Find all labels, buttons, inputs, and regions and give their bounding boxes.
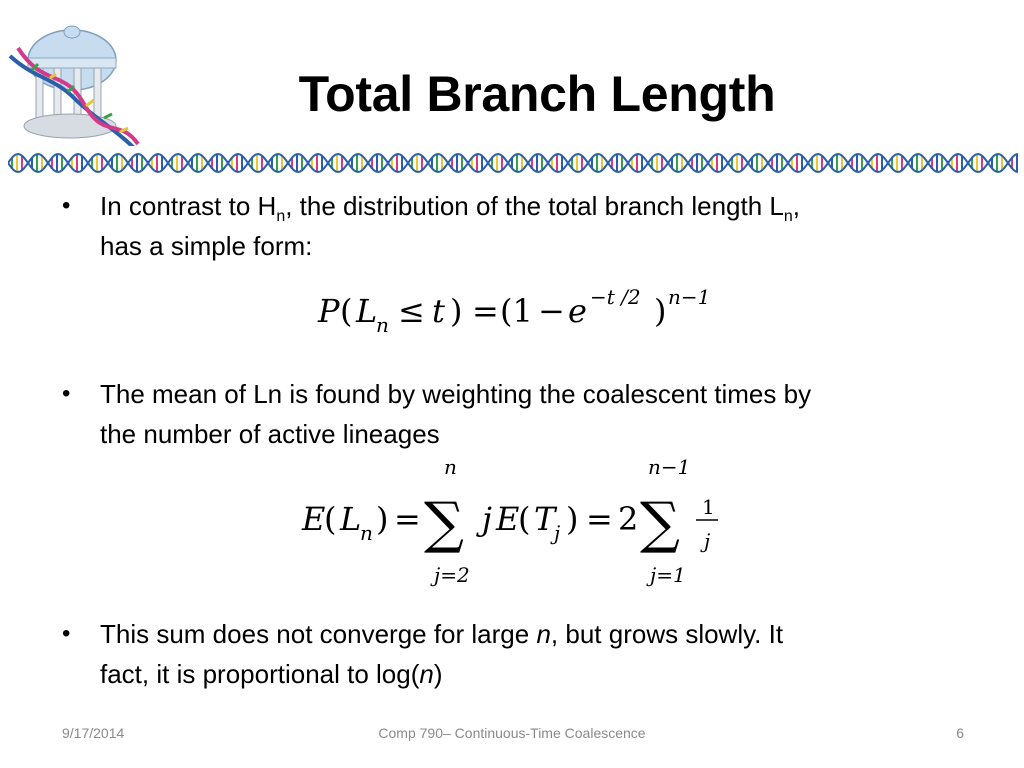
slide-title: Total Branch Length: [298, 66, 776, 122]
old-well-dna-logo: [8, 25, 140, 146]
bullet-marker: •: [62, 380, 71, 407]
svg-text:L: L: [339, 500, 361, 538]
svg-text:): ): [450, 292, 462, 330]
bullet-1: • In contrast to Hn, the distribution of…: [62, 186, 982, 268]
equation-mean: E ( L n ) = n ∑ j=2 j E ( T j ) = 2 n−1 …: [301, 455, 718, 587]
footer-course: Comp 790– Continuous-Time Coalescence: [378, 725, 646, 741]
svg-text:j: j: [700, 529, 710, 553]
svg-text:(: (: [340, 292, 352, 330]
equation-cdf: P ( L n ≤ t ) = (1 − e −t /2 ) n−1: [317, 285, 710, 337]
svg-text:n−1: n−1: [648, 455, 690, 479]
svg-text:(1: (1: [500, 292, 533, 330]
footer-page-number: 6: [956, 725, 964, 741]
svg-text:t: t: [432, 292, 445, 330]
svg-text:∑: ∑: [424, 491, 464, 556]
svg-text:j=1: j=1: [646, 563, 686, 587]
svg-text:j: j: [476, 500, 492, 538]
svg-text:∑: ∑: [640, 491, 680, 556]
svg-text:n: n: [444, 455, 457, 479]
svg-text:=: =: [472, 292, 499, 330]
svg-text:E: E: [495, 500, 519, 538]
svg-text:2: 2: [618, 500, 638, 538]
svg-text:P: P: [317, 292, 340, 330]
svg-text:n−1: n−1: [668, 285, 710, 309]
svg-text:n: n: [360, 521, 373, 545]
bullet-1-text: In contrast to Hn, the distribution of t…: [100, 191, 801, 261]
svg-text:−: −: [538, 292, 565, 330]
svg-text:E: E: [301, 500, 325, 538]
bullet-3: • This sum does not converge for large n…: [62, 614, 982, 696]
footer-date: 9/17/2014: [62, 725, 125, 741]
bullet-2-text: The mean of Ln is found by weighting the…: [100, 379, 812, 449]
svg-text:≤: ≤: [398, 292, 425, 330]
svg-text:j=2: j=2: [430, 563, 470, 587]
svg-text:T: T: [534, 500, 558, 538]
svg-text:−t /2: −t /2: [590, 285, 641, 309]
bullet-marker: •: [62, 620, 71, 647]
svg-text:=: =: [394, 500, 421, 538]
bullet-2: • The mean of Ln is found by weighting t…: [62, 374, 982, 456]
bullet-3-text: This sum does not converge for large n, …: [100, 619, 784, 689]
svg-text:1: 1: [702, 495, 715, 519]
svg-text:): ): [654, 292, 666, 330]
svg-text:): ): [566, 500, 578, 538]
dna-divider: [8, 152, 1018, 174]
svg-text:e: e: [568, 292, 587, 330]
svg-text:): ): [376, 500, 388, 538]
svg-text:(: (: [518, 500, 530, 538]
svg-text:j: j: [550, 521, 560, 545]
bullet-marker: •: [62, 192, 71, 219]
svg-text:L: L: [355, 292, 377, 330]
svg-text:(: (: [324, 500, 336, 538]
svg-text:n: n: [376, 313, 389, 337]
svg-text:=: =: [586, 500, 613, 538]
